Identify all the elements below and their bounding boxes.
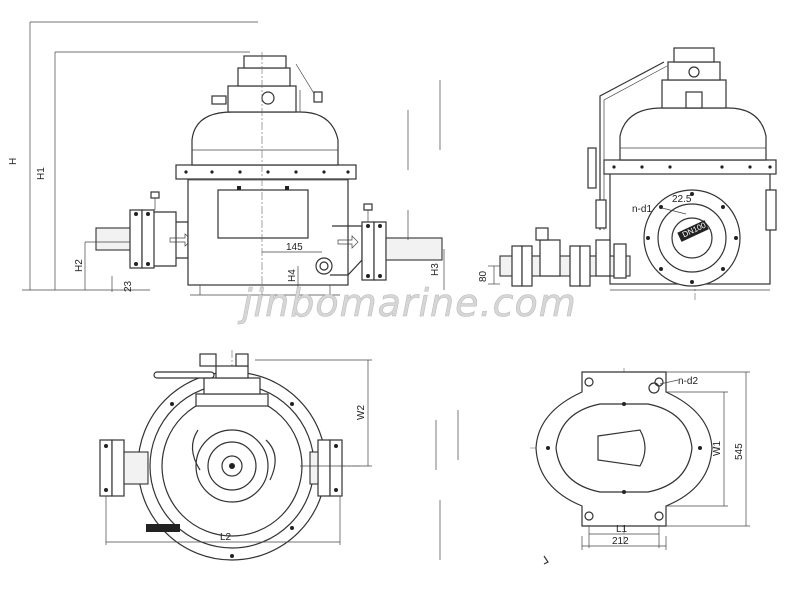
base-view: n-d2 545 W1 L1 212 [530, 368, 750, 550]
label-angle: 22.5 [672, 194, 692, 205]
bowl-hood [191, 111, 339, 166]
dim-H: H [8, 158, 19, 165]
page-marks [407, 80, 549, 565]
watermark: jinbomarine.com [237, 281, 577, 325]
base-plate [535, 371, 713, 527]
dim-H1: H1 [36, 167, 47, 180]
valve-handle [153, 371, 215, 379]
outlet-arrow-icon [337, 235, 359, 249]
drain-plug [315, 257, 333, 275]
dim-80: 80 [478, 270, 489, 282]
label-n-d2: n-d2 [678, 376, 698, 387]
inspection-cover [217, 189, 309, 239]
top-view: L2 W2 [99, 350, 372, 561]
dim-145: 145 [286, 242, 303, 253]
dim-545: 545 [734, 443, 745, 460]
dim-L2: L2 [220, 532, 232, 543]
label-n-d1: n-d1 [632, 204, 652, 215]
dim-L1: L1 [616, 524, 628, 535]
dim-H4: H4 [287, 269, 298, 282]
dim-H3: H3 [430, 263, 441, 276]
dim-H2: H2 [74, 259, 85, 272]
dim-212: 212 [612, 536, 629, 547]
front-view: H H1 [8, 21, 445, 300]
dim-W1: W1 [712, 441, 723, 456]
side-view: DN100 22.5 n-d1 80 [478, 47, 777, 300]
mark-icon [543, 555, 549, 565]
dim-W2: W2 [356, 405, 367, 420]
outlet-pipe [385, 237, 443, 261]
legend-bar [146, 524, 180, 532]
dim-23: 23 [123, 280, 134, 292]
